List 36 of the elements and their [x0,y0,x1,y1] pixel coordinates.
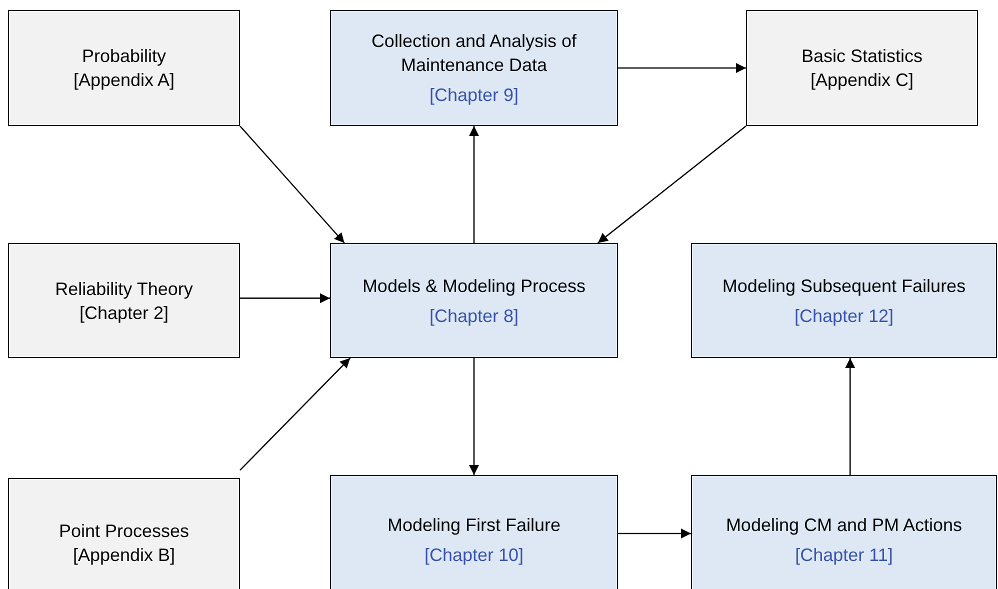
chapter-box [330,10,618,126]
chapter-reference: [Chapter 2] [79,302,169,324]
chapter-box [330,475,618,589]
arrow [597,125,746,244]
topic-box [746,10,978,126]
box-title: Point Processes [58,520,190,543]
box-title: Collection and Analysis of Maintenance Data [370,30,578,77]
chapter-reference: [Chapter 12] [794,304,894,328]
arrow [845,358,856,475]
box-title: Reliability Theory [55,278,193,300]
box-title: Basic Statistics [801,45,923,68]
topic-box [8,10,240,126]
chapter-box [691,243,997,358]
chapter-reference: [Chapter 10] [424,544,524,567]
arrow [469,358,479,475]
arrow [618,63,746,73]
topic-box [8,243,240,358]
box-title: Modeling CM and PM Actions [726,514,962,537]
chapter-reference: [Appendix C] [810,69,914,92]
arrow [469,126,479,243]
chapter-reference: [Chapter 9] [429,84,519,107]
arrow [240,293,330,304]
chapter-reference: [Chapter 11] [795,544,893,567]
box-title: Models & Modeling Process [362,274,586,298]
box-title: Probability [82,45,166,68]
box-title: Modeling Subsequent Failures [722,274,966,298]
chapter-box [330,243,618,358]
arrow [240,358,351,471]
chapter-box [691,475,997,589]
chapter-reference: [Appendix B] [72,544,176,567]
chapter-reference: [Chapter 8] [429,304,519,328]
arrow [618,528,691,538]
arrow [240,126,345,244]
box-title: Modeling First Failure [387,514,561,537]
topic-box [8,478,240,589]
chapter-reference: [Appendix A] [73,69,175,92]
